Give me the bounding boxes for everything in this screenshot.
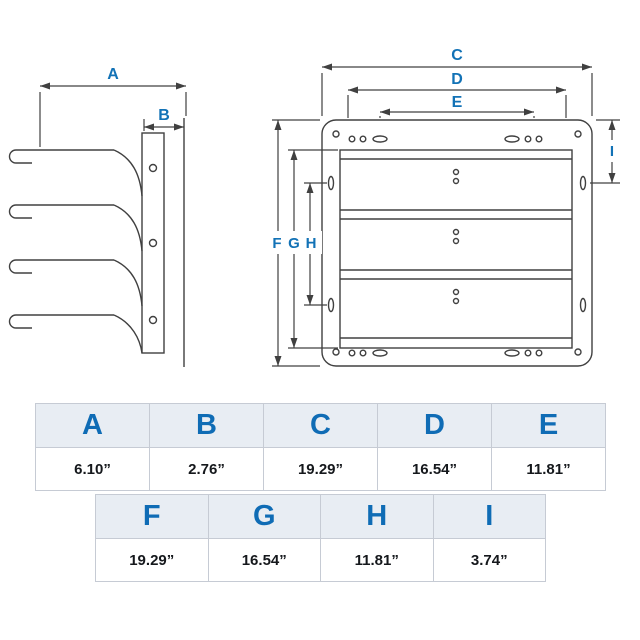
dim-label-i: I	[610, 143, 614, 160]
technical-drawing: A B C D E F G H I	[8, 47, 622, 367]
fgh-label-mask	[266, 231, 322, 254]
louver-panel-lines	[340, 158, 572, 339]
louver-blade	[8, 149, 143, 197]
dim-value-i: 3.74”	[433, 539, 546, 582]
dim-label-h: H	[306, 235, 317, 252]
screw-hole	[148, 163, 158, 173]
panel-center-holes	[452, 168, 460, 305]
dim-value-f: 19.29”	[96, 539, 209, 582]
dim-label-d: D	[451, 71, 463, 88]
dim-value-h: 11.81”	[321, 539, 434, 582]
corner-hole	[574, 130, 582, 138]
dim-header-c: C	[264, 404, 378, 448]
side-slot-holes	[327, 175, 587, 313]
dim-value-e: 11.81”	[492, 448, 606, 491]
louver-panel-area	[339, 149, 573, 349]
top-mounting-holes	[348, 135, 543, 143]
dim-header-g: G	[208, 495, 321, 539]
screw-hole	[148, 315, 158, 325]
side-view-dimensions	[39, 82, 187, 147]
dim-value-g: 16.54”	[208, 539, 321, 582]
dim-header-i: I	[433, 495, 546, 539]
dim-label-b: B	[158, 107, 170, 124]
corner-hole	[574, 348, 582, 356]
dim-value-c: 19.29”	[264, 448, 378, 491]
front-view-dimensions	[272, 63, 620, 367]
screw-hole	[148, 238, 158, 248]
corner-hole	[332, 130, 340, 138]
dim-value-a: 6.10”	[36, 448, 150, 491]
side-view	[8, 118, 185, 367]
front-view	[321, 119, 593, 367]
dim-header-d: D	[378, 404, 492, 448]
dim-header-b: B	[150, 404, 264, 448]
dim-header-e: E	[492, 404, 606, 448]
bottom-mounting-holes	[348, 349, 543, 357]
dim-label-e: E	[452, 94, 463, 111]
side-frame	[141, 132, 165, 354]
dim-value-b: 2.76”	[150, 448, 264, 491]
dimension-table-lower: F G H I 19.29” 16.54” 11.81” 3.74”	[95, 494, 546, 582]
dim-label-a: A	[107, 66, 119, 83]
dim-header-h: H	[321, 495, 434, 539]
dim-header-f: F	[96, 495, 209, 539]
louver-blade	[8, 204, 143, 252]
dim-header-a: A	[36, 404, 150, 448]
dimension-table-upper: A B C D E 6.10” 2.76” 19.29” 16.54” 11.8…	[35, 403, 606, 491]
i-label-mask	[602, 140, 622, 162]
dim-value-d: 16.54”	[378, 448, 492, 491]
dim-label-g: G	[288, 235, 300, 252]
dim-label-f: F	[272, 235, 281, 252]
dim-label-c: C	[451, 47, 463, 64]
louver-blade	[8, 259, 143, 307]
louver-blade	[8, 314, 143, 354]
corner-hole	[332, 348, 340, 356]
